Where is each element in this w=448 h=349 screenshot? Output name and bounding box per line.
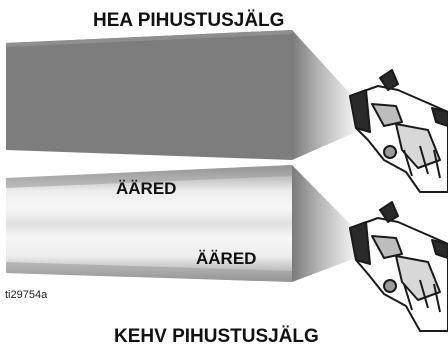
figure-id: ti29754a: [5, 289, 48, 301]
good-spray-cone: [292, 30, 356, 160]
good-pattern-title: HEA PIHUSTUSJÄLG: [93, 10, 285, 31]
bad-spray-band: [6, 165, 292, 282]
edges-label-top: ÄÄRED: [116, 179, 177, 198]
spray-gun-top-icon: [349, 69, 448, 193]
spray-gun-bottom-icon: [349, 201, 448, 332]
edges-label-bottom: ÄÄRED: [196, 249, 257, 268]
good-spray-band: [6, 30, 292, 160]
bad-spray-cone: [292, 165, 356, 282]
bad-pattern-title: KEHV PIHUSTUSJÄLG: [114, 326, 319, 347]
